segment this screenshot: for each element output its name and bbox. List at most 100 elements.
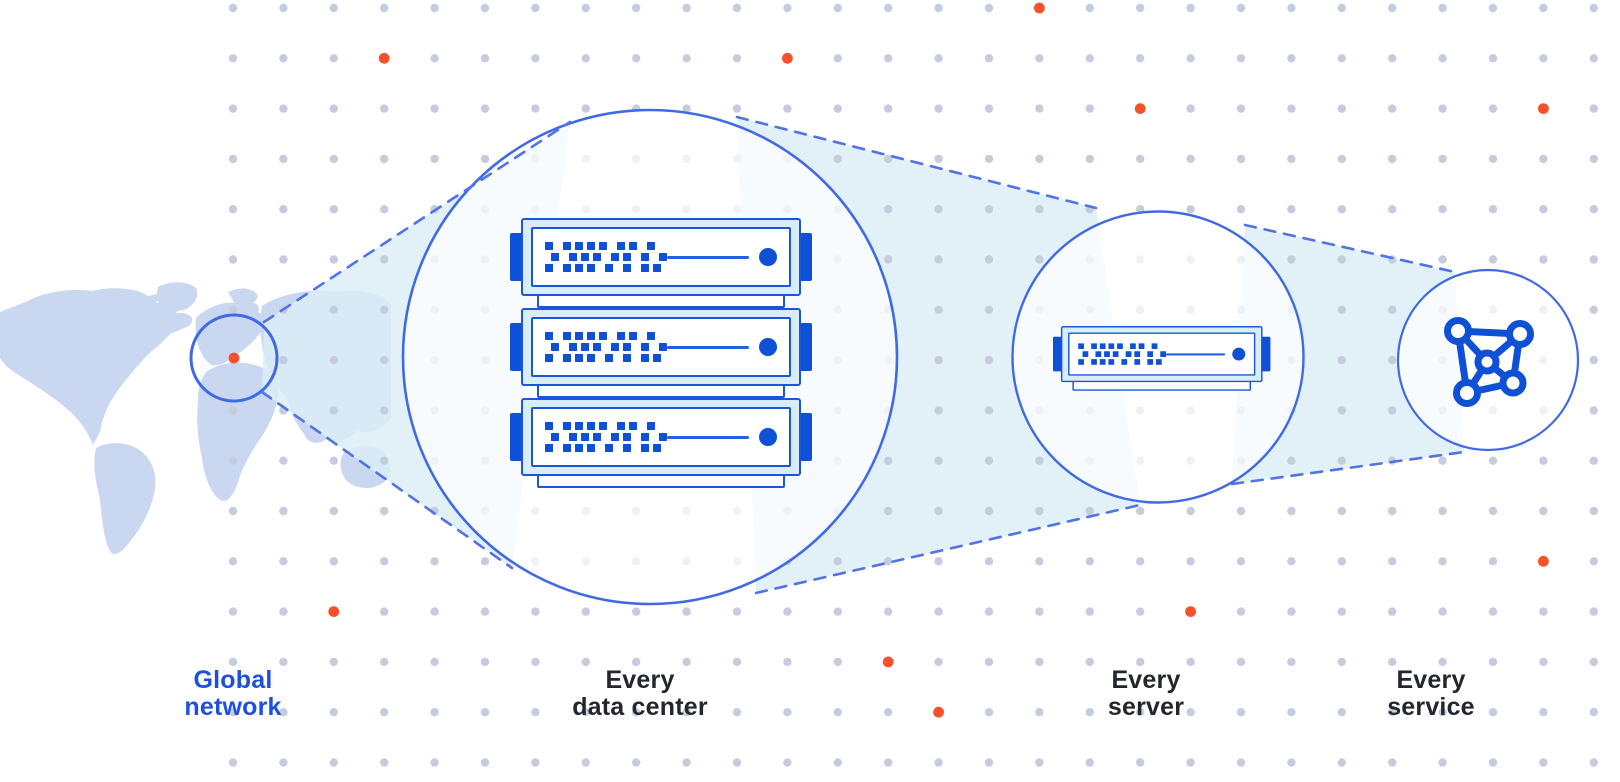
grid-dot bbox=[1085, 506, 1095, 516]
grid-dot bbox=[228, 255, 238, 264]
grid-dot bbox=[1085, 708, 1095, 717]
grid-dot bbox=[682, 607, 691, 616]
grid-dot bbox=[884, 3, 893, 13]
continent-north-america bbox=[0, 288, 193, 445]
grid-dot bbox=[279, 205, 288, 214]
grid-dot bbox=[833, 54, 842, 63]
mesh-network-icon bbox=[1444, 317, 1534, 407]
led-pixel bbox=[581, 433, 589, 441]
grid-dot bbox=[1539, 506, 1548, 516]
grid-dot bbox=[934, 506, 943, 516]
led-pixel bbox=[641, 354, 649, 362]
grid-dot bbox=[430, 557, 439, 566]
grid-dot bbox=[732, 54, 742, 63]
grid-dot-orange bbox=[1185, 606, 1196, 617]
grid-dot bbox=[1236, 657, 1246, 667]
grid-dot bbox=[934, 607, 943, 616]
grid-dot bbox=[682, 104, 691, 113]
led-pixel bbox=[605, 444, 613, 452]
led-pixel bbox=[581, 343, 589, 351]
led-pixel bbox=[563, 422, 571, 430]
grid-dot bbox=[1337, 355, 1347, 365]
grid-dot bbox=[279, 104, 288, 113]
grid-dot bbox=[1186, 708, 1195, 717]
grid-dot bbox=[1589, 154, 1599, 164]
led-pixel bbox=[1117, 343, 1123, 350]
grid-dot bbox=[1539, 657, 1548, 667]
led-pixel bbox=[581, 253, 589, 261]
grid-dot bbox=[632, 708, 641, 717]
led-pixel bbox=[1138, 343, 1145, 350]
grid-dot bbox=[984, 255, 994, 264]
led-pixel bbox=[1134, 351, 1141, 357]
grid-dot bbox=[732, 104, 742, 113]
grid-dot bbox=[1337, 456, 1347, 465]
grid-dot bbox=[1388, 406, 1397, 415]
grid-dot bbox=[329, 205, 338, 214]
grid-dot bbox=[1186, 3, 1195, 13]
grid-dot bbox=[480, 708, 490, 717]
grid-dot bbox=[480, 54, 490, 63]
led-pixel bbox=[629, 332, 637, 340]
led-pixel bbox=[563, 264, 571, 272]
grid-dot bbox=[380, 758, 389, 767]
server-chassis bbox=[521, 308, 801, 386]
grid-dot bbox=[329, 758, 338, 767]
rack-server-1 bbox=[510, 218, 812, 308]
led-pixel bbox=[641, 444, 649, 452]
grid-dot bbox=[279, 154, 288, 164]
grid-dot bbox=[1337, 506, 1347, 516]
led-pixel bbox=[1112, 351, 1119, 357]
grid-dot bbox=[632, 3, 641, 13]
grid-dot bbox=[1035, 104, 1044, 113]
grid-dot bbox=[934, 305, 943, 314]
grid-dot bbox=[1488, 657, 1498, 667]
led-pixel bbox=[545, 422, 553, 430]
led-pixel bbox=[611, 253, 619, 261]
grid-dot bbox=[380, 506, 389, 516]
grid-dot bbox=[1539, 708, 1548, 717]
led-matrix-icon bbox=[545, 332, 667, 362]
led-pixel bbox=[1125, 351, 1132, 357]
grid-dot bbox=[430, 708, 439, 717]
grid-dot bbox=[228, 708, 238, 717]
grid-dot bbox=[934, 3, 943, 13]
grid-dot bbox=[1438, 104, 1447, 113]
grid-dot bbox=[1236, 205, 1246, 214]
grid-dot bbox=[1539, 205, 1548, 214]
grid-dot bbox=[581, 54, 590, 63]
grid-dot bbox=[1287, 506, 1296, 516]
server-chassis bbox=[521, 218, 801, 296]
grid-dot bbox=[1438, 557, 1447, 566]
led-pixel bbox=[569, 253, 577, 261]
grid-dot bbox=[833, 607, 842, 616]
grid-dot bbox=[228, 205, 238, 214]
grid-dot bbox=[1337, 607, 1347, 616]
grid-dot bbox=[984, 557, 994, 566]
grid-dot bbox=[1488, 255, 1498, 264]
grid-dot bbox=[934, 657, 943, 667]
led-pixel bbox=[1147, 359, 1154, 365]
power-led-icon bbox=[1232, 347, 1246, 361]
server-front-panel bbox=[531, 227, 791, 287]
grid-dot bbox=[1236, 557, 1246, 566]
led-pixel bbox=[1099, 343, 1106, 350]
continent-greenland bbox=[156, 282, 198, 311]
grid-dot bbox=[934, 406, 943, 415]
grid-dot-orange bbox=[378, 52, 390, 64]
grid-dot bbox=[884, 54, 893, 63]
grid-dot bbox=[380, 557, 389, 566]
grid-dot bbox=[1136, 708, 1145, 717]
led-pixel bbox=[1147, 351, 1154, 357]
led-pixel bbox=[641, 433, 649, 441]
power-led-icon bbox=[759, 338, 777, 356]
grid-dot bbox=[984, 104, 994, 113]
grid-dot bbox=[380, 708, 389, 717]
grid-dot bbox=[1287, 607, 1296, 616]
grid-dot-orange bbox=[1538, 103, 1549, 114]
grid-dot bbox=[934, 758, 943, 767]
grid-dot bbox=[531, 657, 540, 667]
grid-dot bbox=[279, 557, 288, 566]
led-pixel bbox=[575, 444, 583, 452]
